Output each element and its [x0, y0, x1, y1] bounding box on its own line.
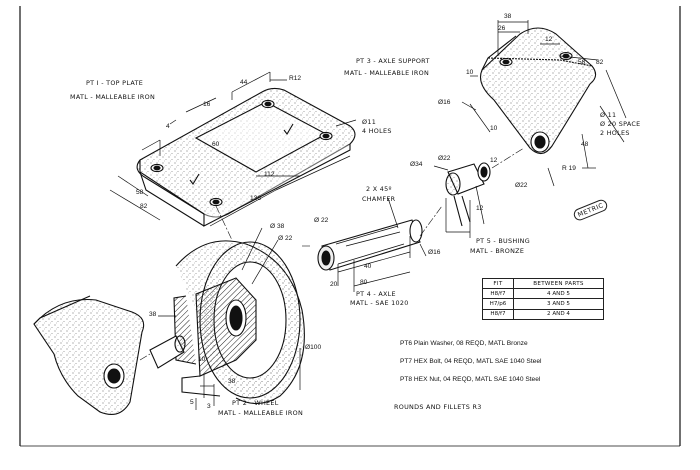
dim-26: 26	[498, 25, 506, 32]
dim-3: 3	[207, 403, 211, 410]
dim-38-bracket: 38	[149, 311, 157, 318]
dim-12-bushing-a: 12	[490, 157, 498, 164]
dim-10-left: 10	[466, 69, 474, 76]
pt3-material: MATL - MALLEABLE IRON	[344, 69, 430, 77]
fit-header-parts: BETWEEN PARTS	[513, 277, 604, 290]
note-pt6: PT6 Plain Washer, 08 REQD, MATL Bronze	[400, 340, 528, 347]
note-pt7: PT7 HEX Bolt, 04 REQD, MATL SAE 1040 Ste…	[400, 358, 542, 365]
fit-table: FIT BETWEEN PARTS H8/f7 4 AND 5 H7/p6 3 …	[482, 277, 604, 320]
dim-dia16-bushing: Ø16	[428, 249, 441, 256]
dim-r19: R 19	[562, 165, 576, 172]
dim-12-top: 12	[545, 36, 553, 43]
dim-58: 58	[136, 189, 144, 196]
table-row: H8/f7 4 AND 5	[482, 288, 604, 300]
dim-dia22-support: Ø22	[515, 182, 528, 189]
dim-dia11-holes: Ø11	[362, 118, 377, 126]
dim-10-wheel: 10	[198, 356, 206, 363]
dim-16: 16	[203, 101, 211, 108]
pt3-title: PT 3 - AXLE SUPPORT	[356, 57, 430, 65]
dim-5: 5	[190, 399, 194, 406]
parts-cell: 2 AND 4	[513, 308, 604, 320]
assembly-centerlines	[139, 147, 525, 361]
table-row: H7/p6 3 AND 5	[482, 298, 604, 310]
axle-dimensions	[337, 197, 427, 292]
top-plate-dimensions	[109, 71, 357, 227]
dim-44: 44	[240, 79, 248, 86]
parts-cell: 4 AND 5	[513, 288, 604, 300]
dim-2-holes: 2 HOLES	[600, 129, 630, 137]
dim-dia22-wheel: Ø 22	[278, 235, 293, 242]
dim-dia22-axle: Ø 22	[314, 217, 329, 224]
dim-dia38: Ø 38	[270, 223, 285, 230]
parts-cell: 3 AND 5	[513, 298, 604, 310]
dim-10-mid: 10	[490, 125, 498, 132]
pt1-title: PT I - TOP PLATE	[86, 79, 144, 87]
axle-support-dimensions	[461, 20, 627, 187]
fit-cell: H7/p6	[482, 298, 514, 310]
dim-dia20-space: Ø 20 SPACE	[600, 120, 641, 128]
pt5-material: MATL - BRONZE	[470, 247, 525, 255]
dim-r12: R12	[289, 75, 302, 82]
dim-20: 20	[330, 281, 338, 288]
wheel-part	[173, 240, 305, 405]
dim-12-bushing-b: 12	[476, 205, 484, 212]
dim-38-wheel: 38	[228, 378, 236, 385]
fit-header-fit: FIT	[482, 277, 514, 290]
dim-58-right: 58	[578, 59, 586, 66]
axle-part	[317, 219, 423, 271]
note-rounds-fillets: ROUNDS AND FILLETS R3	[394, 403, 482, 411]
table-row: H8/f7 2 AND 4	[482, 308, 604, 320]
dim-82: 82	[140, 203, 148, 210]
top-plate-part	[136, 87, 356, 227]
dim-136: 136	[250, 195, 262, 202]
chamfer-label: CHAMFER	[362, 195, 396, 203]
fit-table-header: FIT BETWEEN PARTS	[482, 277, 604, 290]
pt2-material: MATL - MALLEABLE IRON	[218, 409, 304, 417]
pt5-title: PT 5 - BUSHING	[476, 237, 530, 245]
bushing-part	[445, 162, 491, 227]
dim-48: 48	[581, 141, 589, 148]
dim-82-right: 82	[596, 59, 604, 66]
dim-40: 40	[364, 263, 372, 270]
fit-cell: H8/f7	[482, 308, 514, 320]
fit-cell: H8/f7	[482, 288, 514, 300]
chamfer-size: 2 X 45º	[366, 185, 392, 193]
axle-support-part	[479, 27, 597, 155]
dim-dia11-support: Ø 11	[600, 111, 617, 119]
pt1-material: MATL - MALLEABLE IRON	[70, 93, 156, 101]
dim-dia22-bushing: Ø22	[438, 155, 451, 162]
dim-60: 60	[212, 141, 220, 148]
dim-4: 4	[166, 123, 170, 130]
dim-80: 80	[360, 279, 368, 286]
sheet-border	[19, 6, 681, 447]
wheel-dimensions	[195, 227, 301, 410]
pt4-title: PT 4 - AXLE	[356, 290, 396, 298]
pt2-title: PT 2 - WHEEL	[232, 399, 279, 407]
note-pt8: PT8 HEX Nut, 04 REQD, MATL SAE 1040 Stee…	[400, 376, 541, 383]
dim-38-top: 38	[504, 13, 512, 20]
dim-dia34: Ø34	[410, 161, 423, 168]
dim-112: 112	[264, 171, 275, 178]
bushing-dimensions	[433, 165, 485, 238]
dim-dia16: Ø16	[438, 99, 451, 106]
dim-dia100: Ø100	[305, 344, 322, 351]
left-bracket-part	[33, 295, 186, 415]
dim-4-holes: 4 HOLES	[362, 127, 392, 135]
pt4-material: MATL - SAE 1020	[350, 299, 409, 307]
